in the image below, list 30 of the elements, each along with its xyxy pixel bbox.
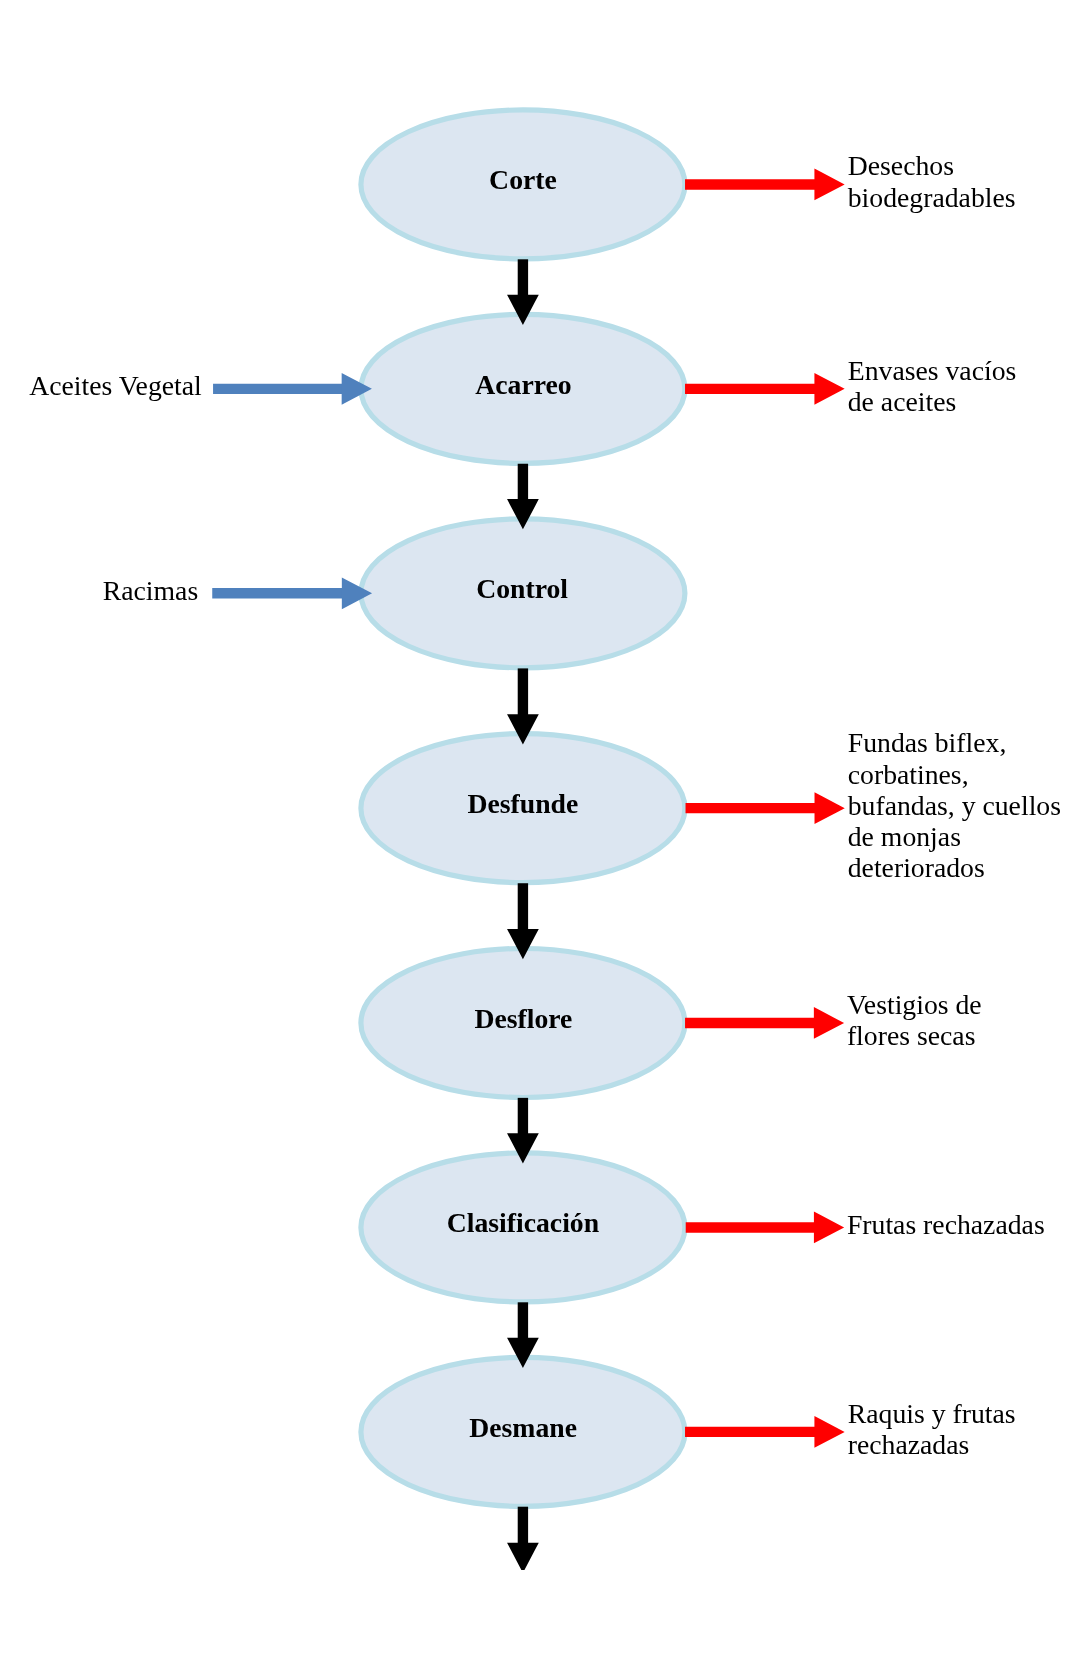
- arrow: [685, 1416, 845, 1448]
- arrow: [507, 1506, 539, 1570]
- node-text: Racimas: [102, 574, 199, 606]
- arrow: [507, 668, 539, 745]
- arrow: [685, 1007, 845, 1039]
- arrow: [685, 1211, 845, 1244]
- arrow: [507, 463, 539, 530]
- node-ellipse: Desflore: [358, 945, 688, 1101]
- node-text: Fundas biflex, corbatines, bufandas, y cuellos de monjas deteriorados: [847, 727, 1061, 884]
- node-ellipse: Corte: [358, 107, 688, 262]
- arrow: [507, 259, 539, 325]
- arrow: [212, 577, 373, 610]
- node-ellipse: Acarreo: [358, 311, 688, 466]
- node-ellipse: Desmane: [358, 1354, 688, 1509]
- node-text: Vestigios de flores secas: [846, 988, 982, 1052]
- arrow: [213, 373, 372, 405]
- node-ellipse: Control: [358, 516, 688, 671]
- arrow: [685, 168, 845, 201]
- arrow: [685, 373, 845, 405]
- arrow: [507, 1302, 539, 1368]
- arrow: [685, 792, 845, 825]
- node-ellipse: Desfunde: [358, 731, 688, 886]
- node-text: Desechos biodegradables: [847, 150, 1016, 213]
- node-text: Raquis y frutas rechazadas: [847, 1397, 1016, 1461]
- arrow: [507, 1097, 539, 1164]
- node-text: Frutas rechazadas: [846, 1209, 1045, 1241]
- node-ellipse: Clasificación: [358, 1150, 688, 1305]
- node-text: Envases vacíos de aceites: [847, 354, 1017, 418]
- arrow: [507, 883, 539, 960]
- node-text: Aceites Vegetal: [29, 370, 202, 402]
